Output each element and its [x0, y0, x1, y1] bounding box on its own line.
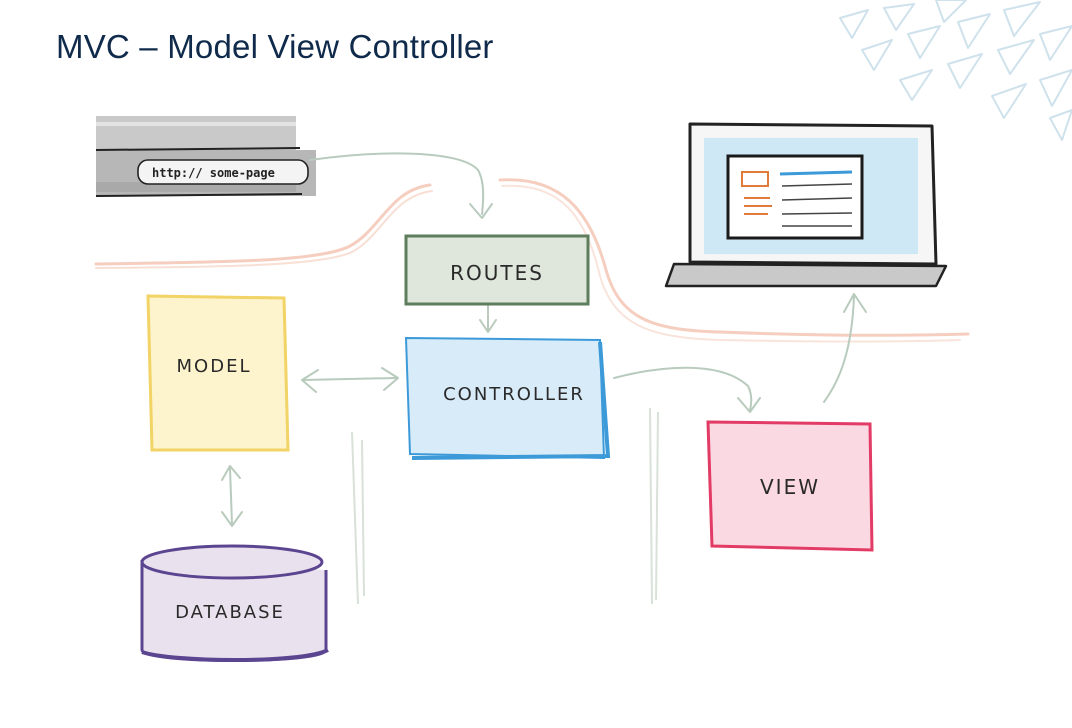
model-node: MODEL	[146, 294, 290, 452]
routes-label: ROUTES	[450, 261, 544, 285]
background-strokes	[351, 407, 659, 605]
url-field	[137, 159, 309, 185]
laptop-illustration	[664, 122, 948, 288]
arrow-model-controller	[301, 377, 397, 381]
arrow-url-to-routes	[309, 152, 485, 215]
controller-label: CONTROLLER	[443, 384, 585, 405]
database-node: DATABASE	[140, 544, 329, 662]
arrow-view-to-laptop	[823, 295, 855, 403]
view-node: VIEW	[706, 420, 874, 552]
routes-node: ROUTES	[404, 234, 590, 306]
arrow-model-database	[229, 467, 233, 525]
arrow-controller-to-view	[613, 366, 753, 411]
model-label: MODEL	[177, 356, 252, 377]
request-swoosh	[94, 178, 970, 343]
database-label: DATABASE	[175, 602, 285, 623]
triangle-pattern-decoration	[839, 0, 1072, 141]
browser-address-bar: http:// some-page	[95, 116, 316, 197]
arrows	[221, 152, 867, 527]
controller-node: CONTROLLER	[404, 336, 611, 460]
url-text: http:// some-page	[152, 166, 275, 180]
view-label: VIEW	[760, 475, 820, 499]
page-title: MVC – Model View Controller	[56, 28, 494, 65]
